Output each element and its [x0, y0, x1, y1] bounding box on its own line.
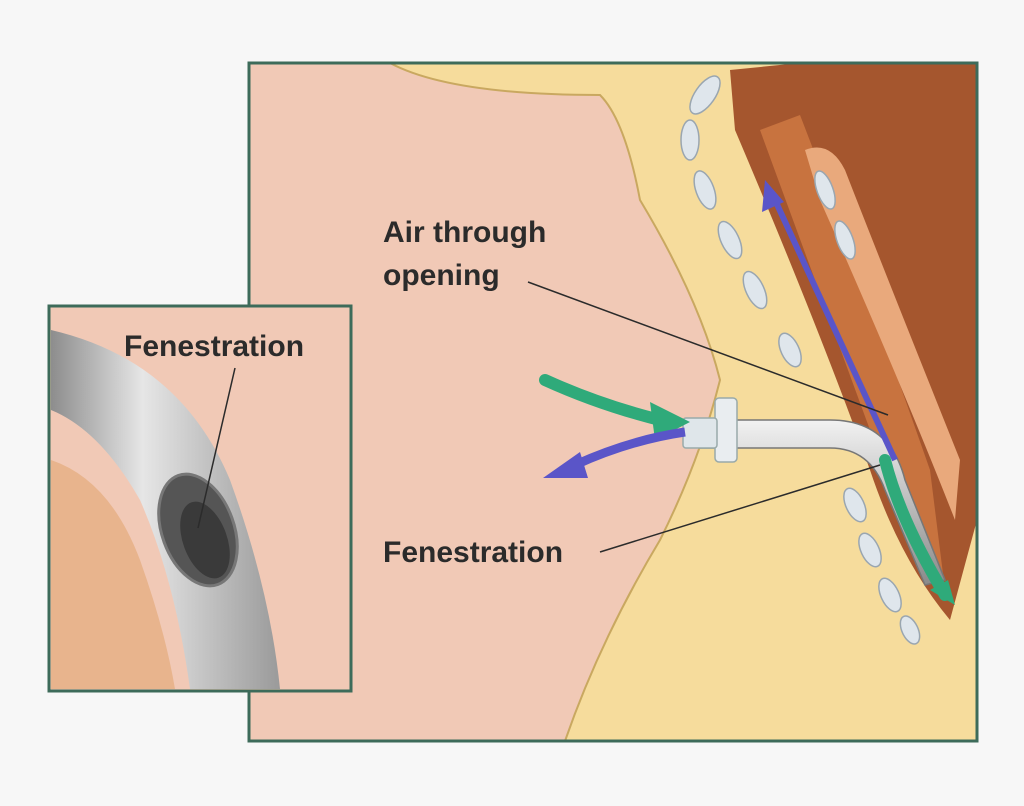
inhale-arrowhead-down: [930, 580, 955, 605]
inhale-arrowhead: [650, 402, 690, 440]
leader-inset: [197, 367, 236, 529]
inset-tube-inner: [51, 460, 175, 689]
leader-fenestration: [599, 464, 881, 553]
exhale-arrowhead: [543, 452, 588, 478]
label-opening: opening: [383, 259, 500, 292]
tube-flange: [714, 397, 738, 463]
leader-air-opening: [527, 281, 889, 416]
inhale-arrow: [539, 374, 951, 601]
main-panel: Air through opening Fenestration: [247, 61, 979, 743]
label-air-through: Air through: [383, 216, 546, 249]
exhale-arrow-up: [772, 198, 898, 462]
cartilage-rings: [680, 75, 921, 645]
label-fenestration-inset: Fenestration: [124, 330, 304, 363]
exhale-arrowhead-up: [762, 180, 784, 212]
label-fenestration-main: Fenestration: [383, 536, 563, 569]
inset-panel: Fenestration: [47, 304, 353, 693]
exhale-arrow: [573, 427, 686, 470]
